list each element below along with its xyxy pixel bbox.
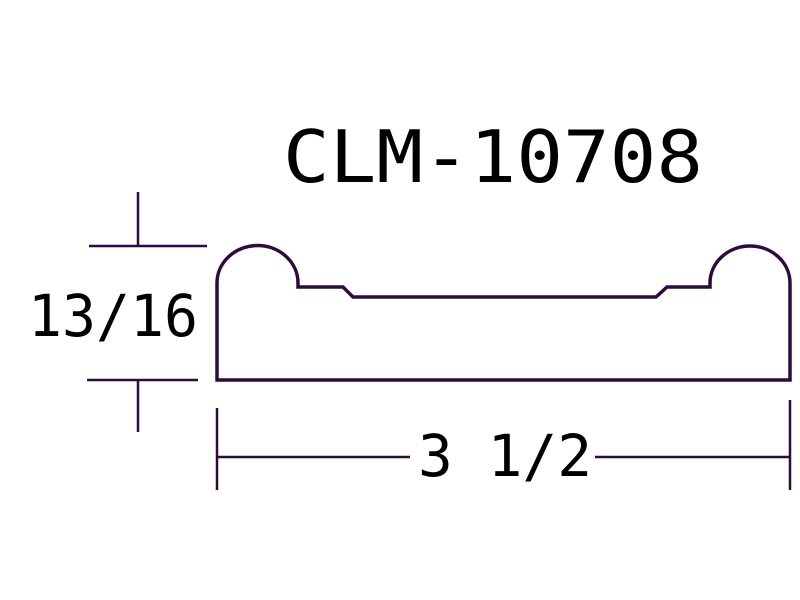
width-dimension	[215, 400, 792, 490]
part-number-title: CLM-10708	[283, 115, 703, 199]
height-dimension-label: 13/16	[28, 282, 198, 350]
molding-profile-outline	[215, 243, 792, 382]
width-dimension-label: 3 1/2	[418, 422, 592, 490]
height-dimension	[87, 192, 207, 432]
